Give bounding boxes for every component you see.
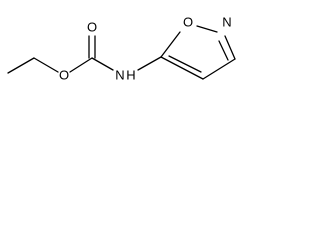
bond-methylene-ester-oxygen <box>33 57 59 73</box>
bond-ring-n2-c3-inner <box>218 40 229 61</box>
bond-ester-oxygen-carbonyl-carbon <box>69 57 93 73</box>
atom-ring-nitrogen: N <box>222 15 231 30</box>
atom-ester-oxygen: O <box>59 68 69 83</box>
bond-methyl-methylene <box>7 57 35 74</box>
bond-ring-c4-c5 <box>160 56 204 80</box>
atom-ring-oxygen: O <box>183 15 193 30</box>
atom-carbonyl-oxygen: O <box>87 20 97 35</box>
atom-amide-nitrogen: N <box>115 68 124 83</box>
bond-ring-o1-n2 <box>196 25 218 33</box>
bond-ring-n2-c3 <box>224 35 236 60</box>
bond-ring-c5-o1 <box>160 31 181 58</box>
bond-nitrogen-ring-carbon <box>137 56 162 71</box>
bond-carbonyl-carbon-nitrogen <box>91 57 114 71</box>
atom-amide-hydrogen: H <box>126 68 135 83</box>
bond-ring-c4-c5-inner <box>168 55 202 73</box>
bond-ring-c3-c4 <box>202 58 236 80</box>
structure-diagram: O O N H O N <box>7 15 236 83</box>
